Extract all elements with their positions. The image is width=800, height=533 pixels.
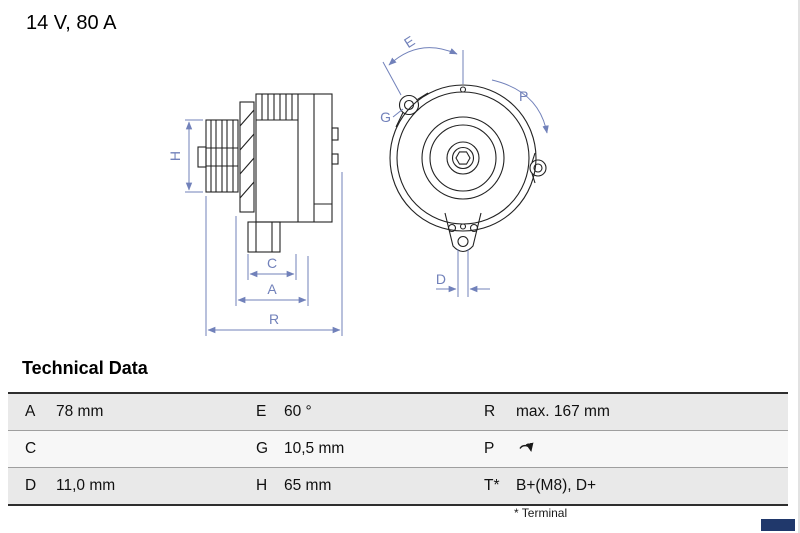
spec-key: G (256, 440, 269, 457)
spec-value: 10,5 mm (284, 440, 345, 457)
terminal-footnote: * Terminal (514, 506, 568, 520)
brand-mark (761, 519, 795, 531)
alternator-front-view (389, 84, 547, 253)
spec-value: 60 ° (284, 403, 312, 420)
spec-value: 65 mm (284, 477, 332, 494)
product-spec-title: 14 V, 80 A (26, 12, 117, 34)
dim-label-C: C (267, 255, 277, 271)
front-view-dimensions (382, 47, 549, 297)
side-view-dimensions (185, 119, 343, 336)
dim-label-G: G (380, 109, 391, 125)
spec-key: T* (484, 477, 500, 494)
spec-key: R (484, 403, 496, 420)
spec-key: H (256, 477, 268, 494)
dim-label-P: P (519, 88, 528, 104)
technical-drawing: H C A R (167, 33, 549, 336)
table-row: D 11,0 mm H 65 mm T* B+(M8), D+ (8, 468, 788, 504)
spec-value: 11,0 mm (56, 477, 116, 494)
table-row: C G 10,5 mm P (8, 431, 788, 468)
spec-key: C (25, 440, 37, 457)
table-row: A 78 mm E 60 ° R max. 167 mm (8, 394, 788, 431)
spec-value: 78 mm (56, 403, 104, 420)
dim-label-D: D (436, 271, 446, 287)
spec-key: D (25, 477, 37, 494)
spec-key: E (256, 403, 267, 420)
spec-value: max. 167 mm (516, 403, 610, 420)
dim-label-A: A (267, 281, 277, 297)
spec-key: A (25, 403, 36, 420)
dim-label-R: R (269, 311, 279, 327)
spec-key: P (484, 440, 495, 457)
rotation-direction-icon (519, 442, 534, 453)
spec-value-rotation (514, 440, 788, 458)
dim-label-H: H (167, 151, 183, 161)
dim-label-E: E (401, 33, 418, 52)
technical-data-heading: Technical Data (22, 358, 148, 378)
alternator-side-view (197, 93, 339, 253)
technical-data-table: A 78 mm E 60 ° R max. 167 mm C G 10,5 mm… (8, 392, 788, 506)
spec-value: B+(M8), D+ (516, 477, 597, 494)
